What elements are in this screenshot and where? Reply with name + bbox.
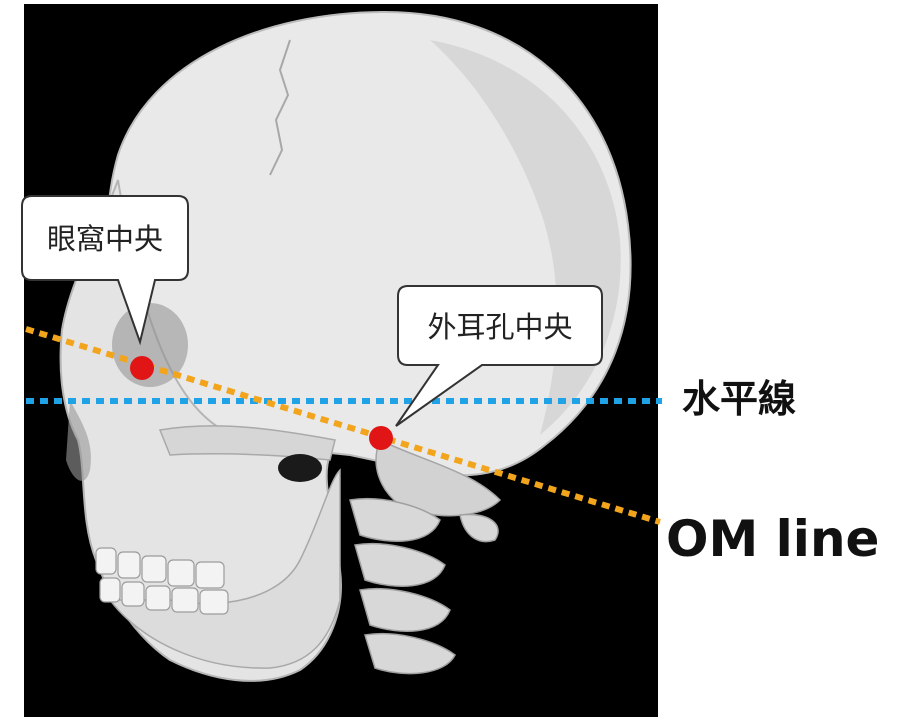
horizontal-line-label: 水平線 <box>682 377 796 421</box>
ear-region <box>278 454 322 482</box>
callout-ear-text: 外耳孔中央 <box>427 310 572 344</box>
om-line-label: OM line <box>666 510 879 568</box>
orbit-center-dot <box>130 356 154 380</box>
ear-canal-center-dot <box>369 426 393 450</box>
callout-orbit-text: 眼窩中央 <box>47 222 163 256</box>
